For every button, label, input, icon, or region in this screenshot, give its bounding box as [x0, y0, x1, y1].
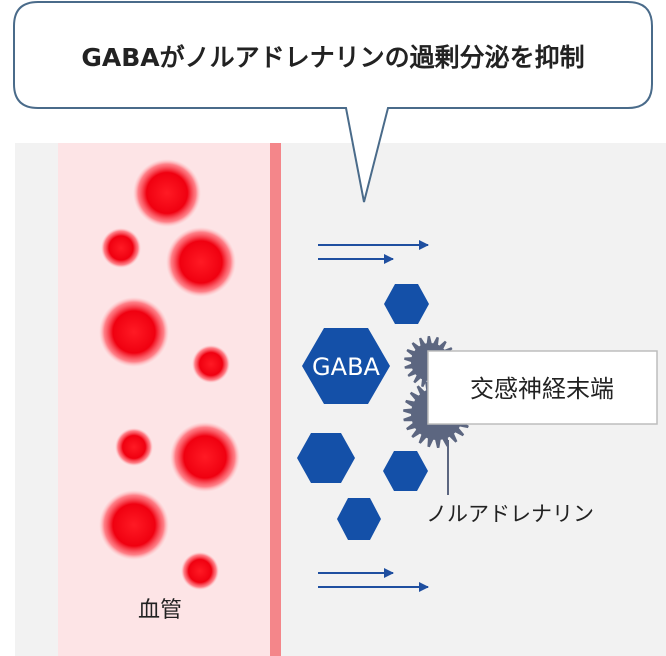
blood-cell — [99, 490, 169, 560]
gaba-molecule — [297, 433, 355, 483]
blood-cell — [170, 422, 240, 492]
gaba-molecule — [337, 498, 381, 540]
blood-cell — [115, 428, 153, 466]
blood-cell — [101, 228, 141, 268]
gaba-label: GABA — [312, 353, 380, 381]
gaba-molecule-large — [302, 328, 390, 404]
flow-arrows-bottom — [318, 568, 429, 592]
blood-cell — [166, 227, 236, 297]
gaba-molecules — [297, 284, 429, 540]
noradrenaline-label: ノルアドレナリン — [426, 502, 594, 526]
blood-vessel — [58, 143, 270, 656]
gaba-molecule — [383, 451, 428, 491]
callout-title: GABAがノルアドレナリンの過剰分泌を抑制 — [81, 43, 584, 72]
flow-arrows-top — [318, 240, 429, 264]
blood-vessel-label: 血管 — [138, 598, 182, 623]
blood-cell — [181, 552, 219, 590]
blood-cell — [192, 345, 230, 383]
nerve-ending-label: 交感神経末端 — [470, 375, 614, 403]
blood-cell — [99, 297, 169, 367]
nerve-ending-box — [427, 350, 658, 425]
callout-bubble — [13, 1, 653, 203]
vessel-wall — [270, 143, 281, 656]
gaba-molecule — [384, 284, 429, 324]
blood-cells — [99, 159, 240, 590]
blood-cell — [133, 159, 201, 227]
